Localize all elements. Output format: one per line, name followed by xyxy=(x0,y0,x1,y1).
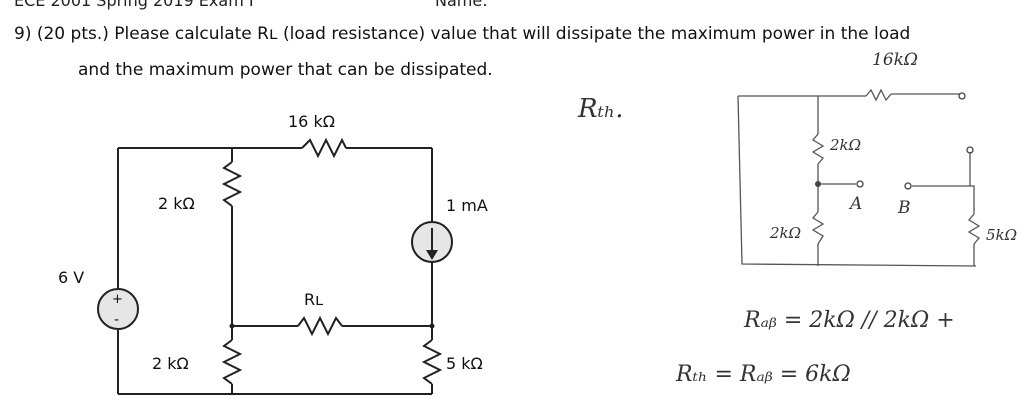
resistor-2k-lower xyxy=(221,339,243,385)
voltage-source-icon xyxy=(97,288,139,330)
label-r-load: Rʟ xyxy=(304,290,324,309)
node-a-terminal xyxy=(856,180,864,188)
label-r-top: 16 kΩ xyxy=(288,112,335,131)
sketch-resistor-2k-mid xyxy=(811,133,825,165)
hw-rth-heading: Rₜₕ. xyxy=(578,94,624,124)
resistor-5k xyxy=(421,339,443,385)
hw-rth-equation: Rₜₕ = Rₐᵦ = 6kΩ xyxy=(676,362,851,387)
hw-sketch-r-left: 2kΩ xyxy=(770,224,802,242)
sketch-resistor-16k xyxy=(865,88,892,102)
hw-rab-equation: Rₐᵦ = 2kΩ // 2kΩ + xyxy=(744,308,955,333)
sketch-outer-wire xyxy=(737,95,977,267)
label-current-source: 1 mA xyxy=(446,196,488,215)
label-r-right: 5 kΩ xyxy=(446,354,483,373)
exam-header: ECE 2001 Spring 2019 Exam I xyxy=(14,0,254,10)
node-b-terminal xyxy=(904,182,912,190)
hw-node-b: B xyxy=(898,198,911,218)
label-source-voltage: 6 V xyxy=(58,268,85,287)
question-line-2: and the maximum power that can be dissip… xyxy=(78,60,493,80)
hw-sketch-r-top: 16kΩ xyxy=(872,50,919,70)
sketch-resistor-5k xyxy=(967,213,981,245)
resistor-load xyxy=(297,315,343,337)
sketch-resistor-2k-left xyxy=(811,211,825,245)
name-label: Name: xyxy=(435,0,488,10)
question-points: (20 pts.) xyxy=(36,24,109,44)
label-r-left-lower: 2 kΩ xyxy=(152,354,189,373)
arrow-down-icon xyxy=(426,250,438,260)
hw-node-a: A xyxy=(850,194,863,214)
resistor-2k-upper xyxy=(221,161,243,207)
question-line-1: 9) (20 pts.) Please calculate Rʟ (load r… xyxy=(14,24,910,44)
plus-sign: + xyxy=(112,292,123,307)
label-r-left-upper: 2 kΩ xyxy=(158,194,195,213)
resistor-16k xyxy=(301,137,347,159)
hw-sketch-r-right: 5kΩ xyxy=(986,226,1018,244)
hw-sketch-r-mid: 2kΩ xyxy=(830,136,862,154)
minus-sign: - xyxy=(114,312,119,328)
question-text-1: Please calculate Rʟ (load resistance) va… xyxy=(114,24,911,44)
question-number: 9) xyxy=(14,24,32,44)
